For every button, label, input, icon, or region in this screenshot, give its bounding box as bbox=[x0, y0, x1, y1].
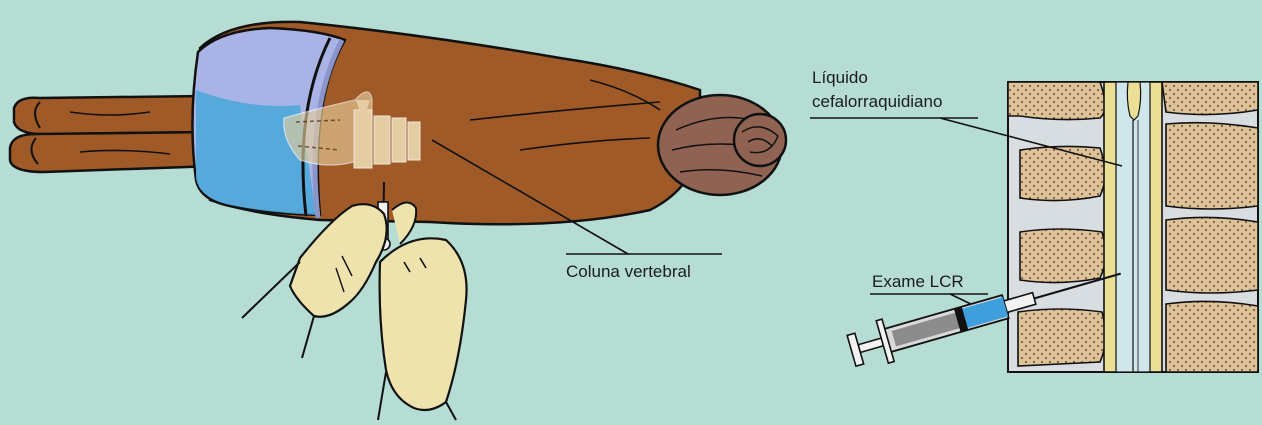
patient-legs bbox=[10, 96, 214, 172]
label-spine: Coluna vertebral bbox=[566, 262, 691, 282]
label-csf-line2: cefalorraquidiano bbox=[812, 92, 942, 112]
vertebral-bodies-right bbox=[1162, 82, 1258, 372]
gloved-hands bbox=[242, 202, 467, 420]
patient-head bbox=[658, 95, 786, 195]
spinal-canal bbox=[1104, 82, 1162, 372]
label-exam: Exame LCR bbox=[872, 272, 964, 292]
label-csf-line1: Líquido bbox=[812, 68, 868, 88]
spine-section bbox=[1008, 82, 1258, 372]
patient-figure bbox=[10, 22, 786, 224]
